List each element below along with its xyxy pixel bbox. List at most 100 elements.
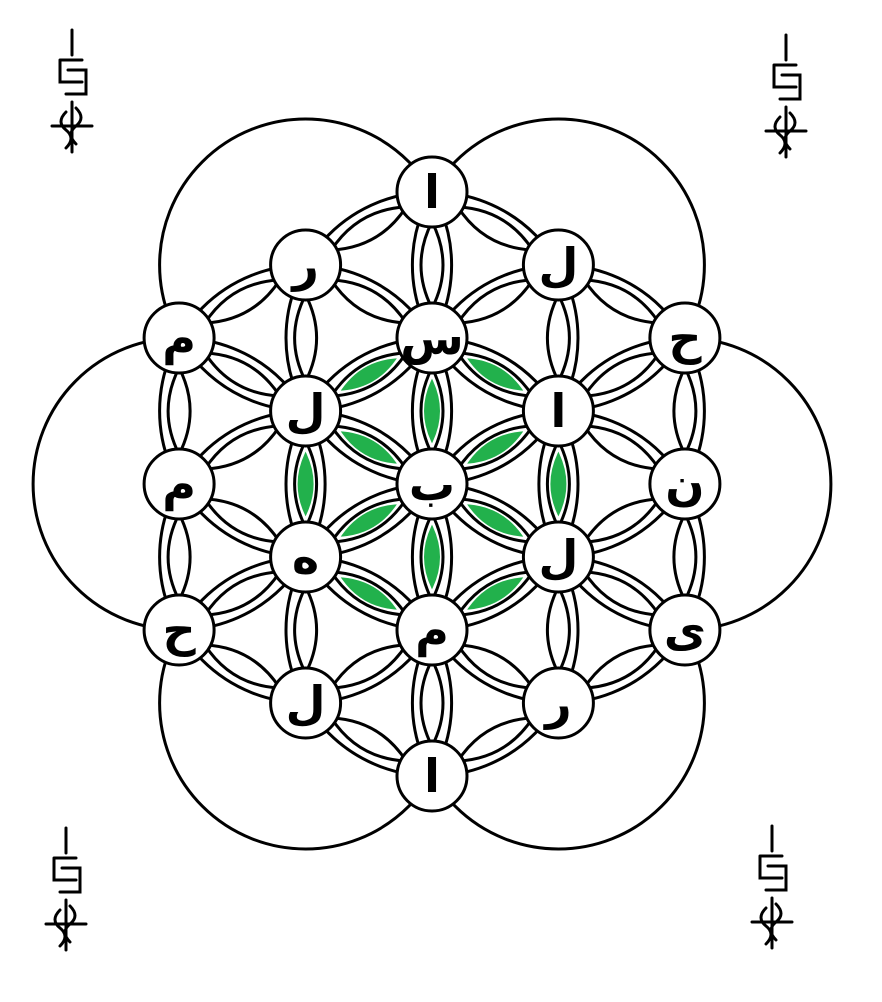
letter-node-inner-2: ا	[521, 374, 595, 448]
node-circle	[269, 666, 343, 740]
lens-arc	[419, 218, 445, 312]
letter-node-outer-3: ح	[648, 301, 722, 375]
green-highlight-lens	[467, 431, 524, 464]
green-highlight-lens	[467, 577, 524, 610]
node-letter: ل	[286, 676, 326, 730]
green-highlight-lens	[340, 431, 397, 464]
lens-arc	[581, 278, 662, 325]
node-letter: ا	[424, 165, 440, 219]
letter-node-outer-11: م	[142, 301, 216, 375]
lens-arc	[202, 278, 283, 325]
talisman-glyph-icon	[750, 824, 794, 950]
node-letter: ا	[551, 384, 567, 438]
node-circle	[269, 520, 343, 594]
node-letter: ن	[665, 457, 704, 511]
talisman-glyph-icon	[764, 33, 808, 159]
letter-nodes: ب س ا ل م ه ل ا ل ح ن ی ر ا ل ح م م ر	[142, 155, 722, 813]
green-highlight-lens	[467, 504, 524, 537]
lens-arc	[328, 643, 410, 690]
lens-arc	[581, 643, 662, 690]
lens-arc	[454, 205, 536, 252]
letter-node-outer-5: ی	[648, 593, 722, 667]
node-letter: ه	[292, 530, 319, 584]
node-letter: ل	[286, 384, 326, 438]
lens-arc	[581, 424, 662, 471]
node-circle	[395, 593, 469, 667]
green-highlight-lens	[424, 378, 440, 444]
node-letter: م	[162, 311, 196, 365]
lens-arc	[202, 424, 283, 471]
letter-node-outer-6: ر	[521, 666, 595, 740]
green-highlight-lenses	[297, 358, 567, 610]
node-circle	[395, 447, 469, 521]
lens-arc	[166, 510, 192, 604]
node-circle	[142, 593, 216, 667]
lens-arc	[581, 497, 662, 544]
node-letter: ی	[664, 603, 706, 657]
letter-node-inner-3: ل	[521, 520, 595, 594]
node-circle	[142, 301, 216, 375]
lens-arc	[545, 583, 571, 677]
lens-arc	[581, 570, 662, 617]
node-letter: ا	[424, 749, 440, 803]
lens-arc	[672, 364, 698, 458]
green-highlight-lens	[297, 451, 314, 517]
letter-node-center: ب	[395, 447, 469, 521]
lens-arc	[328, 205, 410, 252]
letter-node-inner-5: ه	[269, 520, 343, 594]
node-letter: ل	[538, 238, 578, 292]
lens-arc	[202, 570, 283, 617]
node-circle	[648, 301, 722, 375]
lens-arc	[202, 351, 283, 398]
letter-node-outer-1: ا	[395, 155, 469, 229]
lens-arc	[581, 351, 662, 398]
letter-node-outer-9: ح	[142, 593, 216, 667]
node-letter: ب	[409, 457, 455, 511]
node-letter: ح	[668, 311, 702, 365]
corner-marks	[44, 28, 808, 952]
lens-arc	[166, 364, 192, 458]
talisman-glyph-icon	[44, 826, 88, 952]
node-circle	[521, 520, 595, 594]
letter-node-outer-2: ل	[521, 228, 595, 302]
node-circle	[395, 155, 469, 229]
green-highlight-lens	[424, 524, 440, 590]
lens-arc	[202, 497, 283, 544]
lens-arc	[293, 583, 319, 677]
talisman-glyph-icon	[50, 28, 94, 154]
node-letter: م	[415, 603, 449, 657]
node-letter: ر	[290, 238, 318, 292]
node-letter: ل	[538, 530, 578, 584]
letter-node-outer-12: ر	[269, 228, 343, 302]
node-circle	[521, 374, 595, 448]
lens-arc	[454, 716, 536, 763]
lens-arc	[419, 656, 445, 750]
letter-node-outer-7: ا	[395, 739, 469, 813]
node-circle	[648, 447, 722, 521]
node-letter: ر	[543, 676, 571, 730]
node-circle	[269, 374, 343, 448]
node-circle	[521, 228, 595, 302]
green-highlight-lens	[340, 358, 397, 391]
lens-arc	[202, 643, 283, 690]
node-letter: م	[162, 457, 196, 511]
lens-arc	[672, 510, 698, 604]
node-circle	[269, 228, 343, 302]
letter-node-outer-8: ل	[269, 666, 343, 740]
letter-node-inner-6: ل	[269, 374, 343, 448]
letter-node-inner-1: س	[395, 301, 469, 375]
letter-node-outer-10: م	[142, 447, 216, 521]
green-highlight-lens	[467, 358, 524, 391]
letter-node-inner-4: م	[395, 593, 469, 667]
lens-arc	[328, 278, 410, 325]
lens-arc	[293, 291, 319, 385]
green-highlight-lens	[340, 577, 397, 610]
lens-arc	[545, 291, 571, 385]
node-circle	[142, 447, 216, 521]
node-circle	[521, 666, 595, 740]
lens-arc	[328, 716, 410, 763]
node-letter: ح	[163, 603, 197, 657]
node-circle	[395, 739, 469, 813]
lens-arc	[454, 643, 536, 690]
